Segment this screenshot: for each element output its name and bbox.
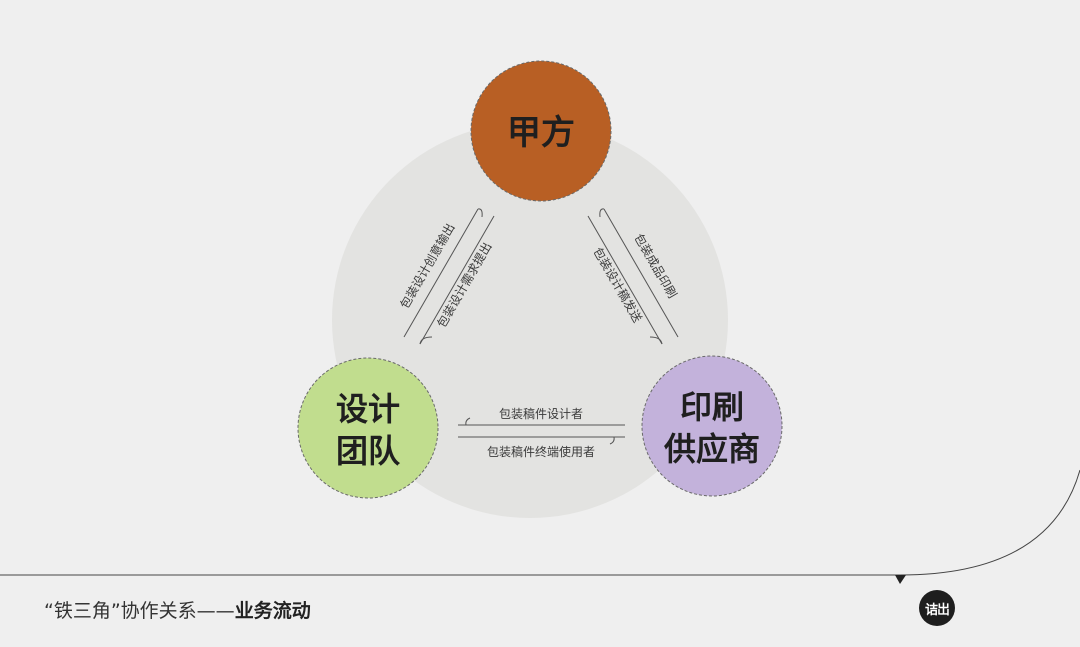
node-design-team-line2: 团队 (336, 432, 401, 470)
node-print-supplier-line1: 印刷 (680, 388, 744, 426)
node-client: 甲方 (470, 60, 612, 202)
edge-right-lines (587, 208, 679, 345)
decorative-curve (0, 469, 1080, 576)
brand-logo-text: 诘岀 (924, 602, 950, 618)
node-print-supplier: 印刷 供应商 (641, 355, 783, 497)
edge-left-lines (403, 208, 495, 345)
node-client-label: 甲方 (507, 113, 575, 153)
node-design-team-line1: 设计 (336, 390, 400, 428)
brand-logo: 诘岀 (919, 590, 955, 626)
edge-bottom-lines (458, 417, 625, 445)
label-bottom-bottom: 包装稿件终端使用者 (487, 444, 595, 459)
node-print-supplier-line2: 供应商 (664, 430, 760, 468)
label-bottom-top: 包装稿件设计者 (499, 406, 583, 421)
caption: “铁三角”协作关系——业务流动 (44, 596, 311, 623)
curve-marker (895, 575, 906, 584)
node-design-team: 设计 团队 (297, 357, 439, 499)
caption-prefix: “铁三角”协作关系—— (44, 600, 235, 622)
caption-bold: 业务流动 (234, 600, 311, 622)
